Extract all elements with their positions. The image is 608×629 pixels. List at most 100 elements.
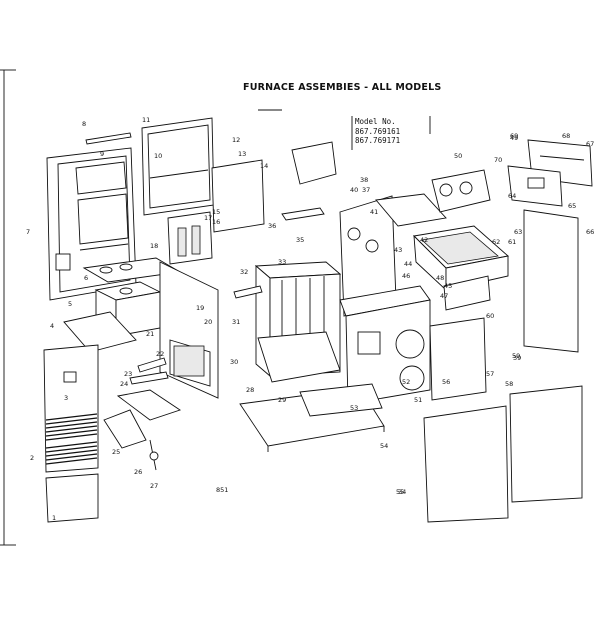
part-callout: 59 xyxy=(512,352,521,360)
part-callout: 57 xyxy=(486,370,495,378)
part-callout: 67 xyxy=(586,140,595,148)
part-callout: 25 xyxy=(112,448,121,456)
right-panel-58 xyxy=(523,209,579,353)
blower-housing-70 xyxy=(431,169,491,213)
part-callout: 12 xyxy=(232,136,241,144)
part-callout: 29 xyxy=(278,396,287,404)
part-callout: 30 xyxy=(230,358,239,366)
part-callout: 33 xyxy=(278,258,287,266)
part-callout: 36 xyxy=(268,222,277,230)
diagram-title: FURNACE ASSEMBIES - ALL MODELS xyxy=(243,82,442,93)
part-callout: 39 xyxy=(513,354,522,362)
part-callout: 49 xyxy=(510,134,519,142)
part-callout: 14 xyxy=(260,162,269,170)
bottom-pan xyxy=(239,383,385,452)
part-callout: 43 xyxy=(394,246,403,254)
part-callout: 19 xyxy=(196,304,205,312)
part-callout: 47 xyxy=(440,292,449,300)
part-callout: 51 xyxy=(414,396,423,404)
part-callout: 15 xyxy=(212,208,221,216)
model-number-block: Model No. 867.769161 867.769171 xyxy=(355,117,400,146)
part-callout: 64 xyxy=(508,192,517,200)
side-cover-55 xyxy=(429,317,487,401)
burner-manifold xyxy=(103,389,182,471)
part-callout: 11 xyxy=(142,116,151,124)
side-panel-59 xyxy=(443,275,491,311)
part-callout: 48 xyxy=(436,274,445,282)
rear-panel xyxy=(141,117,215,216)
part-callout: 65 xyxy=(568,202,577,210)
part-callout: 70 xyxy=(494,156,503,164)
model-number: 867.769171 xyxy=(355,136,401,145)
part-callout: 28 xyxy=(246,386,255,394)
part-callout: 13 xyxy=(238,150,247,158)
bracket-32 xyxy=(233,285,263,299)
part-callout: 1 xyxy=(52,514,57,522)
side-panel-13 xyxy=(211,159,265,233)
part-callout: 69 xyxy=(510,132,519,140)
combustion-chamber xyxy=(339,285,431,405)
part-callout: 8 xyxy=(82,120,87,128)
model-number: 867.769161 xyxy=(355,126,401,136)
part-callout: 62 xyxy=(492,238,501,246)
part-callout: 44 xyxy=(404,260,413,268)
part-callout: 50 xyxy=(454,152,463,160)
part-callout: 58 xyxy=(505,380,514,388)
lower-front-door xyxy=(43,344,99,473)
part-callout: 2 xyxy=(30,454,35,462)
part-callout: 10 xyxy=(154,152,163,160)
part-callout: 35 xyxy=(296,236,305,244)
part-callout: 53 xyxy=(350,404,359,412)
rod-35 xyxy=(281,207,325,221)
part-callout: 22 xyxy=(156,350,165,358)
part-callout: 26 xyxy=(134,468,143,476)
part-callout: 3 xyxy=(64,394,69,402)
vent-hood-36 xyxy=(291,141,337,185)
top-plate-38 xyxy=(375,193,447,227)
part-callout: 40 xyxy=(350,186,359,194)
part-callout: 24 xyxy=(120,380,129,388)
kick-plate-1 xyxy=(45,473,99,523)
part-callout: 56 xyxy=(442,378,451,386)
sheet-code: 851 xyxy=(216,486,229,494)
front-door-frame xyxy=(46,147,137,301)
front-panel-34 xyxy=(423,405,509,523)
strip-23 xyxy=(137,357,167,373)
part-callout: 68 xyxy=(562,132,571,140)
part-callout: 45 xyxy=(444,282,453,290)
filter-tray-4 xyxy=(63,311,137,353)
burner-box xyxy=(413,225,509,292)
part-callout: 20 xyxy=(204,318,213,326)
part-callout: 32 xyxy=(240,268,249,276)
exchanger-bottom-30 xyxy=(257,331,341,383)
part-callout: 60 xyxy=(486,312,495,320)
part-callout: 27 xyxy=(150,482,159,490)
model-block-border xyxy=(351,116,431,150)
part-callout: 46 xyxy=(402,272,411,280)
part-callout: 23 xyxy=(124,370,133,378)
part-callout: 31 xyxy=(232,318,241,326)
part-callout: 37 xyxy=(362,186,371,194)
blower-panel-18 xyxy=(159,261,219,399)
part-callout: 34 xyxy=(398,488,407,496)
part-callout: 54 xyxy=(380,442,389,450)
part-callout: 17 xyxy=(204,214,213,222)
part-callout: 55 xyxy=(396,488,405,496)
strip-24 xyxy=(129,371,169,385)
part-callout: 61 xyxy=(508,238,517,246)
rear-panel-57 xyxy=(509,385,583,503)
part-callout: 38 xyxy=(360,176,369,184)
part-callout: 66 xyxy=(586,228,595,236)
bracket-assembly xyxy=(167,211,213,265)
part-callout: 52 xyxy=(402,378,411,386)
part-callout: 5 xyxy=(68,300,73,308)
part-callout: 4 xyxy=(50,322,55,330)
part-callout: 42 xyxy=(420,236,429,244)
part-callout: 63 xyxy=(514,228,523,236)
part-callout: 9 xyxy=(100,150,105,158)
part-callout: 18 xyxy=(150,242,159,250)
model-heading: Model No. xyxy=(355,117,396,126)
part-callout: 21 xyxy=(146,330,155,338)
